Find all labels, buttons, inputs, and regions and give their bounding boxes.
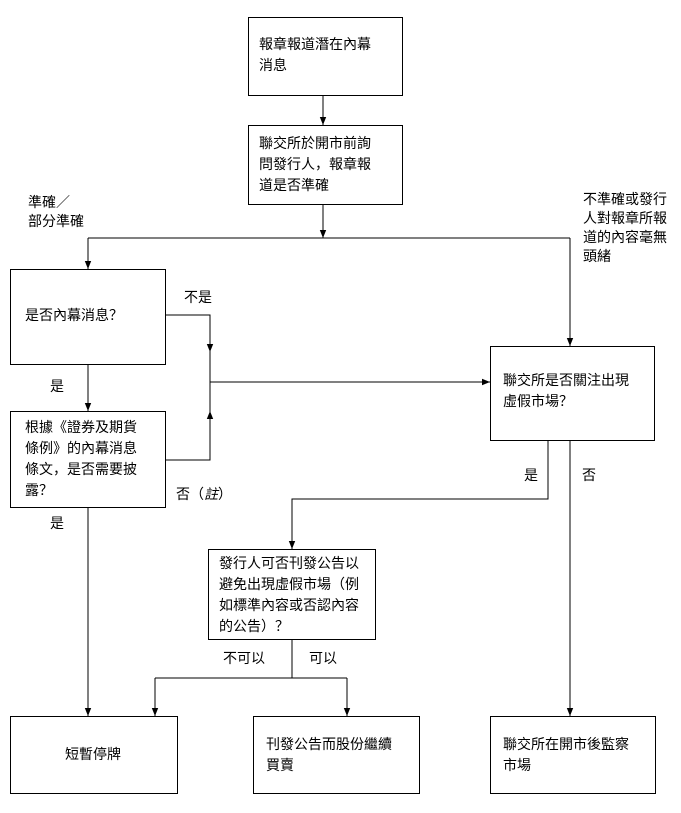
arrow-false-market-yes (288, 441, 549, 549)
label-yes-inside: 是 (50, 379, 64, 395)
box-announcement-text: 發行人可否刊發公告以 避免出現虛假市場（例 如標準內容或否認內容 的公告）？ (219, 556, 359, 635)
box-newspaper-report: 報章報道潛在內幕 消息 (248, 17, 403, 96)
label-no-note-suffix: ） (218, 487, 232, 503)
label-yes-disclose: 是 (50, 516, 64, 532)
box-publish-continue-text: 刊發公告而股份繼續 買賣 (266, 737, 392, 774)
label-can: 可以 (309, 651, 337, 667)
box-inside-info-text: 是否內幕消息？ (25, 308, 123, 324)
label-cannot: 不可以 (223, 651, 265, 667)
label-accurate: 準確／ 部分準確 (28, 195, 84, 230)
label-no-note: 否（註） (176, 467, 232, 505)
box-monitor-text: 聯交所在開市後監察 市場 (503, 737, 629, 774)
arrow-disclosure-no (166, 411, 214, 461)
label-yes-false-market: 是 (524, 468, 538, 484)
box-newspaper-report-text: 報章報道潛在內幕 消息 (259, 37, 371, 74)
box-sfo-disclosure: 根據《證券及期貨 條例》的內幕消息 條文，是否需要披 露？ (10, 411, 166, 508)
box-exchange-enquiry: 聯交所於開市前詢 問發行人，報章報 道是否準確 (248, 125, 403, 205)
box-inside-info: 是否內幕消息？ (10, 269, 166, 365)
box-suspension-text: 短暫停牌 (65, 747, 121, 763)
box-monitor: 聯交所在開市後監察 市場 (490, 716, 656, 794)
label-no-note-em: 註 (204, 487, 218, 503)
arrow-not-inside (166, 314, 214, 352)
box-exchange-enquiry-text: 聯交所於開市前詢 問發行人，報章報 道是否準確 (259, 136, 371, 194)
box-announcement: 發行人可否刊發公告以 避免出現虛假市場（例 如標準內容或否認內容 的公告）？ (208, 549, 376, 640)
box-false-market-text: 聯交所是否關注出現 虛假市場？ (503, 373, 629, 410)
box-suspension: 短暫停牌 (10, 716, 178, 794)
label-not-inside: 不是 (184, 290, 212, 306)
box-false-market: 聯交所是否關注出現 虛假市場？ (490, 346, 655, 441)
label-no-false-market: 否 (582, 468, 596, 484)
label-no-note-prefix: 否（ (176, 487, 204, 503)
label-inaccurate: 不準確或發行 人對報章所報 道的內容毫無 頭緒 (583, 192, 667, 265)
box-sfo-disclosure-text: 根據《證券及期貨 條例》的內幕消息 條文，是否需要披 露？ (25, 420, 137, 499)
box-publish-continue: 刊發公告而股份繼續 買賣 (253, 716, 420, 794)
